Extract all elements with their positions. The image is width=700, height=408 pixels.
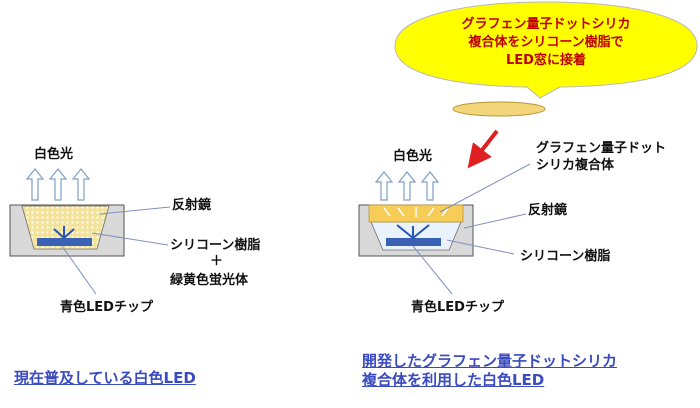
- developed-caption-line1: 開発したグラフェン量子ドットシリカ: [362, 352, 618, 370]
- reflector-label: 反射鏡: [172, 197, 211, 213]
- gqd-label-line2: シリカ複合体: [536, 157, 615, 173]
- white-light-arrows-right: [374, 171, 440, 201]
- blue-chip-label: 青色LEDチップ: [60, 299, 154, 315]
- callout-line2: 複合体をシリコーン樹脂で: [467, 34, 623, 50]
- leader-lines: [61, 206, 171, 295]
- leader-lines-right: [412, 163, 531, 295]
- white-light-label-right: 白色光: [393, 148, 432, 164]
- chip-emission-arrows-right: [396, 224, 430, 239]
- chip-emission-arrows: [53, 226, 75, 239]
- developed-led: グラフェン量子ドットシリカ 複合体をシリコーン樹脂で LED窓に接着 白色光: [358, 1, 698, 315]
- window-light-arrows: [383, 207, 449, 217]
- callout-bubble: [394, 1, 698, 99]
- white-light-label: 白色光: [34, 146, 73, 162]
- blue-chip-label-right: 青色LEDチップ: [411, 299, 505, 315]
- gqd-label-line1: グラフェン量子ドット: [536, 140, 666, 156]
- red-attach-arrow: [467, 129, 499, 169]
- plus-label: ＋: [210, 254, 223, 269]
- blue-led-chip-right: [386, 238, 441, 246]
- white-light-arrows: [25, 168, 91, 201]
- developed-caption-line2: 複合体を利用した白色LED: [362, 371, 545, 389]
- phosphor-label: 緑黄色蛍光体: [170, 272, 249, 288]
- blue-led-chip: [37, 238, 92, 246]
- developed-led-caption: 開発したグラフェン量子ドットシリカ 複合体を利用した白色LED: [362, 352, 617, 390]
- silicone-label: シリコーン樹脂: [170, 237, 260, 253]
- current-led-caption: 現在普及している白色LED: [14, 369, 196, 388]
- current-led: 白色光 反射鏡 シリコーン樹脂 ＋ 緑黄色蛍光体 青色LEDチップ: [9, 146, 260, 315]
- callout-line3: LED窓に接着: [506, 52, 586, 68]
- callout-line1: グラフェン量子ドットシリカ: [461, 16, 630, 32]
- current-caption-text: 現在普及している白色LED: [14, 369, 196, 387]
- reflector-label-right: 反射鏡: [528, 202, 567, 218]
- silicone-label-right: シリコーン樹脂: [520, 248, 610, 264]
- gqd-composite-disc: [452, 101, 546, 117]
